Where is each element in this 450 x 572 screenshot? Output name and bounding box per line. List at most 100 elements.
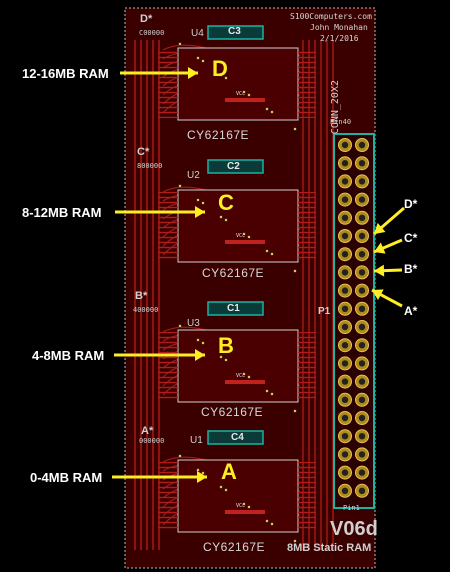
via [293, 409, 297, 413]
pin-hole [358, 414, 366, 422]
pin-hole [358, 214, 366, 221]
via [270, 252, 274, 256]
via [247, 375, 251, 379]
arrow-head [374, 242, 386, 254]
via [270, 110, 274, 114]
pin-hole [358, 378, 366, 385]
pin-hole [341, 433, 349, 440]
via [178, 454, 182, 458]
pin-hole [341, 323, 349, 331]
via [219, 215, 223, 219]
pin-hole [358, 196, 366, 203]
vcc-trace [225, 98, 265, 102]
header-author: John Monahan [310, 23, 368, 32]
footer-title: 8MB Static RAM [287, 542, 372, 554]
range-arrow-a [112, 471, 207, 483]
cap-label: C2 [227, 161, 240, 172]
arrow-head [195, 349, 205, 361]
connector-p1 [333, 133, 375, 509]
pin-hole [341, 232, 349, 240]
chip-outline [177, 329, 299, 403]
chip-select-label: A* [141, 425, 154, 437]
pin-hole [358, 141, 366, 149]
pin-hole [358, 360, 366, 367]
vcc-trace [225, 240, 265, 244]
via [224, 358, 228, 362]
pin-hole [358, 251, 366, 258]
connector-pin-top: Pin40 [330, 118, 352, 126]
capacitor-outline [207, 159, 264, 174]
range-arrow-b [114, 349, 205, 361]
vcc-trace [225, 380, 265, 384]
via [265, 249, 269, 253]
via [219, 73, 223, 77]
via [219, 355, 223, 359]
via [224, 218, 228, 222]
pin-hole [341, 396, 349, 403]
chip-part-label: CY62167E [201, 405, 264, 419]
via [265, 519, 269, 523]
chip-outline [177, 459, 299, 533]
footer-version: V06d [330, 518, 378, 540]
range-label: 0-4MB RAM [30, 470, 103, 485]
arrow-head [195, 206, 205, 218]
chip-pins-left [158, 462, 178, 530]
memory-chip: VCC [158, 25, 316, 131]
range-arrow-c [115, 206, 205, 218]
header-company: S100Computers.com [290, 12, 372, 21]
chip-ref-label: U2 [187, 170, 200, 181]
chip-addr-label: C00000 [139, 29, 165, 37]
chip-pins-right [298, 462, 316, 530]
pin-hole [358, 396, 366, 403]
pin-hole [341, 378, 349, 385]
memory-chip: VCC [158, 159, 316, 273]
via [247, 505, 251, 509]
chip-addr-label: 000000 [139, 437, 165, 445]
pin-hole [358, 451, 366, 458]
via [242, 90, 246, 94]
via [196, 338, 200, 342]
pin-hole [358, 323, 366, 331]
pin-arrow-d [373, 206, 405, 236]
chip-pins-left [158, 192, 178, 260]
vcc-label: VCC [236, 91, 245, 97]
pin-hole [358, 287, 366, 294]
chip-ref-label: U4 [191, 28, 204, 39]
via [201, 59, 205, 63]
via [247, 93, 251, 97]
via [265, 389, 269, 393]
chip-select-label: B* [135, 290, 148, 302]
cap-label: C1 [227, 303, 240, 314]
header-date: 2/1/2016 [320, 34, 359, 43]
capacitor-outline [207, 430, 264, 445]
pin-hole [358, 305, 366, 312]
chip-part-label: CY62167E [187, 128, 250, 142]
pin-hole [358, 178, 366, 185]
via [196, 468, 200, 472]
chip-select-label: D* [140, 13, 153, 25]
via [201, 341, 205, 345]
chip-addr-label: 800000 [137, 162, 163, 170]
vcc-trace [225, 510, 265, 514]
via [178, 324, 182, 328]
arrow-head [188, 67, 198, 79]
via [293, 269, 297, 273]
via [247, 235, 251, 239]
via [178, 42, 182, 46]
via [219, 485, 223, 489]
memory-chip: VCC [158, 430, 316, 543]
pin-hole [358, 232, 366, 240]
capacitor-outline [207, 25, 264, 40]
memory-chip: VCC [158, 301, 316, 413]
pin-callout-label: C* [404, 231, 418, 245]
chip-ref-label: U3 [187, 318, 200, 329]
via [270, 392, 274, 396]
via [265, 107, 269, 111]
pin-hole [358, 487, 366, 494]
pin-hole [358, 342, 366, 349]
arrow-head [374, 222, 386, 234]
chip-pins-right [298, 332, 316, 400]
chip-part-label: CY62167E [202, 266, 265, 280]
via [224, 76, 228, 80]
